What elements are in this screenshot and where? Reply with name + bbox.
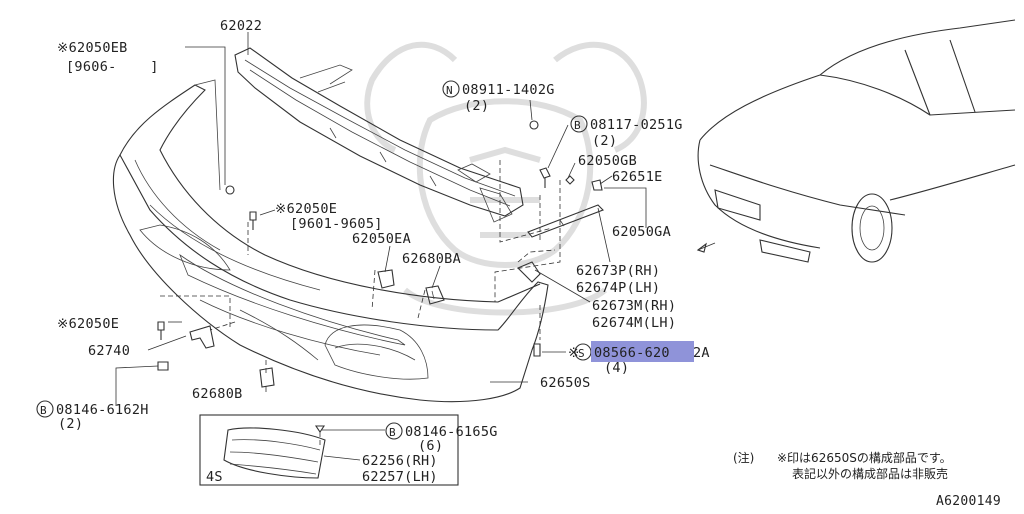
circle-marker-B-08117: B <box>570 115 588 133</box>
label-62050E-upper-date: [9601-9605] <box>290 216 383 232</box>
label-08146-6165G: 08146-6165G <box>405 424 498 440</box>
label-08117-0251G: 08117-0251G <box>590 117 683 133</box>
label-62050EB: ※62050EB <box>57 40 128 56</box>
label-62673P: 62673P(RH) <box>576 263 660 279</box>
side-bracket-62673M[interactable] <box>517 261 541 283</box>
circle-marker-N: N <box>442 80 460 98</box>
svg-text:S: S <box>578 347 585 360</box>
label-62673M: 62673M(RH) <box>592 298 676 314</box>
svg-text:B: B <box>389 426 396 439</box>
label-08911-1402G: 08911-1402G <box>462 82 555 98</box>
label-08566-620: 08566-620 <box>594 345 670 361</box>
label-08146-6165G-qty: (6) <box>418 438 443 454</box>
label-62050GB: 62050GB <box>578 153 637 169</box>
label-08146-6162H: 08146-6162H <box>56 402 149 418</box>
label-62022: 62022 <box>220 18 262 34</box>
label-62680BA: 62680BA <box>402 251 461 267</box>
note-prefix: (注) <box>733 450 754 465</box>
label-62740: 62740 <box>88 343 130 359</box>
label-s-prefix: ※ <box>568 345 580 361</box>
note-line2: 表記以外の構成部品は非販売 <box>792 466 948 481</box>
note-line1: ※印は62650Sの構成部品です。 <box>777 450 952 465</box>
fastener-group[interactable] <box>157 120 603 433</box>
label-62680B: 62680B <box>192 386 243 402</box>
label-62650S: 62650S <box>540 375 591 391</box>
label-62050E-lower: ※62050E <box>57 316 119 332</box>
bumper-fascia-62650S[interactable] <box>112 79 549 403</box>
circle-marker-B-08146-6165G: B <box>385 422 403 440</box>
leader-lines <box>115 32 647 461</box>
part-labels[interactable]: 62022 ※62050EB [9606- ] 08911-1402G (2) … <box>56 18 710 485</box>
grille-box[interactable] <box>199 414 459 486</box>
clip-62050EA[interactable] <box>377 269 395 289</box>
car-illustration <box>696 19 1016 263</box>
label-62651E: 62651E <box>612 169 663 185</box>
label-08146-6162H-qty: (2) <box>58 416 83 432</box>
diagram-id: A6200149 <box>936 494 1001 509</box>
side-bracket-62673[interactable] <box>527 204 604 238</box>
label-08566-qty: (4) <box>604 360 629 376</box>
label-62050E-upper: ※62050E <box>275 201 337 217</box>
circle-marker-B-08146-6162H: B <box>36 400 54 418</box>
label-62050EB-date: [9606- ] <box>66 59 159 75</box>
svg-text:B: B <box>574 119 581 132</box>
clip-62680B[interactable] <box>259 367 275 388</box>
footnote: (注) ※印は62650Sの構成部品です。 表記以外の構成部品は非販売 <box>733 450 952 481</box>
svg-text:B: B <box>40 404 47 417</box>
label-62050GA: 62050GA <box>612 224 671 240</box>
label-08117-qty: (2) <box>592 133 617 149</box>
part-highlight <box>591 341 694 362</box>
label-62674P: 62674P(LH) <box>576 280 660 296</box>
label-62050EA: 62050EA <box>352 231 411 247</box>
reinforcement-62022[interactable] <box>234 47 524 223</box>
label-62256: 62256(RH) <box>362 453 438 469</box>
svg-text:N: N <box>446 84 453 97</box>
mounting-dash-lines <box>160 160 561 445</box>
label-08911-qty: (2) <box>464 98 489 114</box>
clip-62680BA[interactable] <box>425 285 445 305</box>
label-4S: 4S <box>206 469 223 485</box>
bracket-62740[interactable] <box>189 325 215 349</box>
label-08566-suffix: 2A <box>693 345 710 361</box>
label-62257: 62257(LH) <box>362 469 438 485</box>
label-62674M: 62674M(LH) <box>592 315 676 331</box>
